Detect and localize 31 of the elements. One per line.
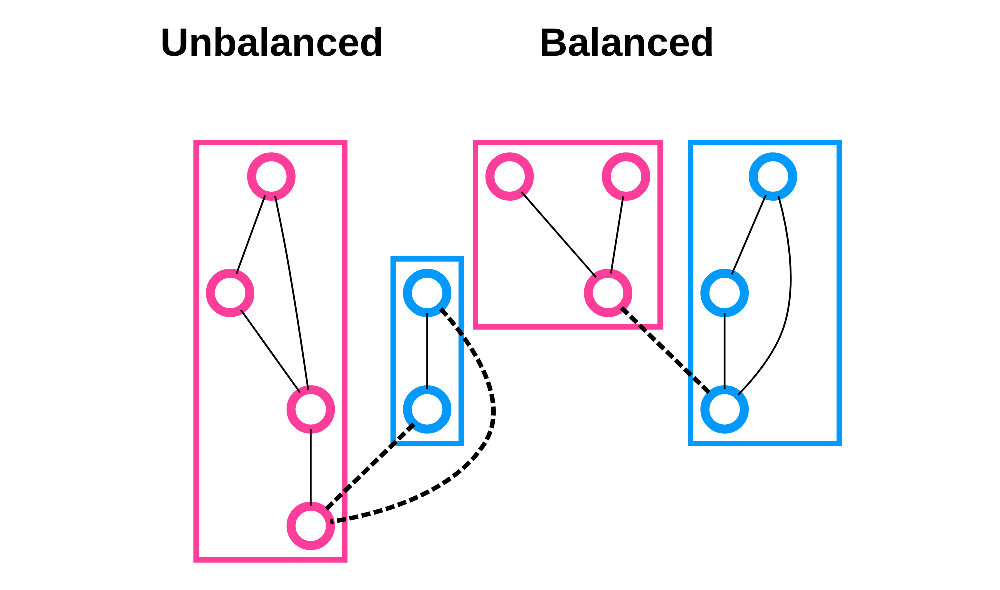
cluster: [473, 140, 664, 330]
node-circle: [700, 385, 750, 434]
cluster: [688, 140, 842, 446]
cluster: [194, 140, 348, 563]
node-circle: [286, 385, 336, 434]
connector: [724, 313, 726, 390]
node-circle: [206, 269, 255, 318]
cluster: [390, 256, 464, 446]
node-circle: [486, 152, 534, 201]
connector: [236, 195, 266, 274]
node-circle: [584, 269, 633, 318]
connector: [274, 196, 310, 390]
node-circle: [700, 269, 750, 318]
connector: [738, 196, 792, 396]
connector: [610, 196, 624, 274]
label: Balanced: [539, 21, 715, 66]
connector: [426, 313, 428, 390]
node-circle: [286, 502, 336, 550]
node-circle: [602, 152, 650, 201]
connector: [323, 422, 416, 512]
connector: [310, 430, 312, 506]
node-circle: [403, 269, 452, 318]
node-circle: [247, 152, 296, 201]
connector: [330, 308, 496, 524]
connector: [620, 306, 712, 396]
node-circle: [749, 152, 798, 201]
connector: [521, 192, 597, 278]
node-circle: [403, 385, 452, 434]
connector: [731, 194, 767, 276]
label: Unbalanced: [160, 21, 384, 66]
connector: [240, 310, 302, 394]
